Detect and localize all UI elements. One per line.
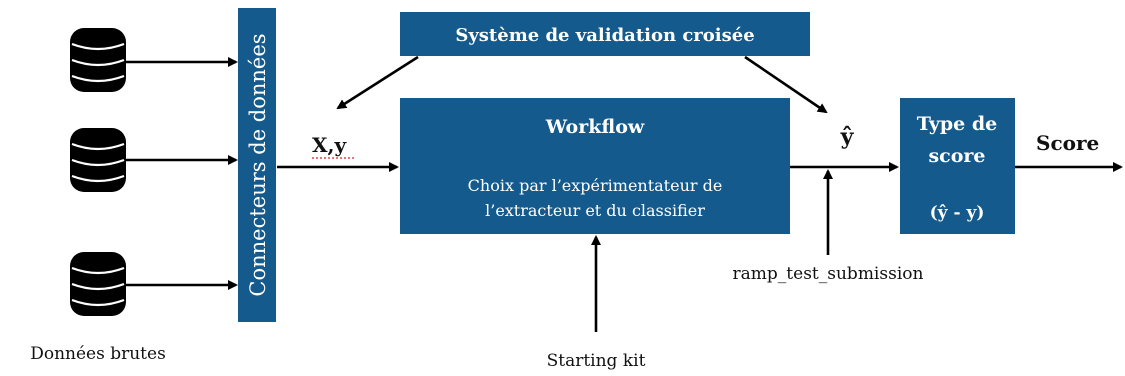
score-label: Score [1036, 131, 1099, 155]
yhat-label: ŷ [840, 124, 855, 150]
workflow-line1: Choix par l’expérimentateur de [468, 176, 723, 195]
xy-label: X,y [312, 133, 347, 157]
workflow-box [400, 98, 790, 234]
database-icon [70, 128, 126, 192]
connectors-label: Connecteurs de données [246, 33, 270, 296]
validation-box [400, 12, 810, 56]
validation-to-yhat-arrow [744, 55, 828, 114]
starting-kit-label: Starting kit [547, 351, 646, 371]
score-box [900, 98, 1015, 234]
raw-data-label: Données brutes [30, 344, 166, 364]
workflow-title: Workflow [545, 116, 645, 138]
ramp-label: ramp_test_submission [733, 264, 924, 284]
score-box-line2: score [928, 145, 985, 167]
validation-label: Système de validation croisée [455, 25, 754, 46]
validation-to-xy-arrow [336, 55, 419, 110]
connectors-box [238, 8, 276, 322]
workflow-line2: l’extracteur et du classifier [485, 201, 705, 220]
database-icon [70, 28, 126, 92]
score-box-line1: Type de [917, 113, 997, 135]
score-box-formula: (ŷ - y) [930, 203, 985, 223]
database-icon [70, 252, 126, 316]
